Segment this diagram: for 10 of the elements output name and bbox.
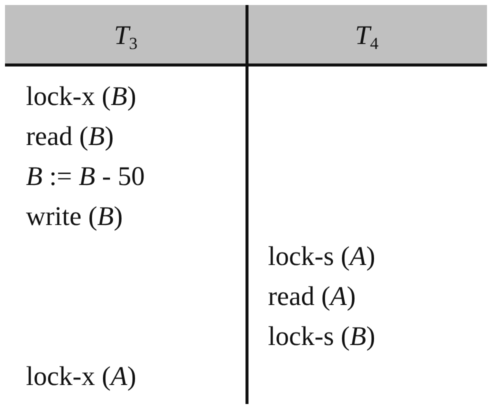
- schedule-step: read (B): [26, 120, 114, 152]
- schedule-step: lock-s (B): [268, 320, 376, 352]
- schedule-step: write (B): [26, 200, 123, 232]
- schedule-step: lock-s (A): [268, 240, 376, 272]
- schedule-step: B := B - 50: [26, 160, 145, 192]
- column-header: T$_{3}$: [114, 19, 138, 51]
- schedule-step: read (A): [268, 280, 356, 312]
- column-header: T$_{4}$: [355, 19, 379, 51]
- schedule-step: lock-x (A): [26, 360, 136, 392]
- schedule-step: lock-x (B): [26, 80, 136, 112]
